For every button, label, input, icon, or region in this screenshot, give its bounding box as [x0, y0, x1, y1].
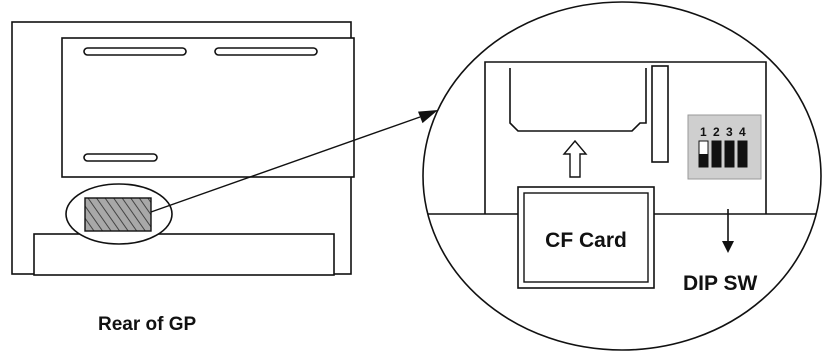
- housing-outline: [484, 61, 767, 214]
- dip-number-1: 1: [700, 125, 707, 139]
- gp-slot-bottom: [83, 153, 158, 162]
- zoom-pointer-line: [150, 116, 421, 213]
- eject-bar: [651, 65, 669, 163]
- dip-switch-4-knob: [738, 141, 747, 167]
- gp-slot-top-right: [214, 47, 318, 56]
- zoom-pointer: [150, 110, 438, 213]
- cf-card-label: CF Card: [545, 229, 627, 252]
- gp-slot-top-left: [83, 47, 187, 56]
- dip-switch-3-knob: [725, 141, 734, 167]
- detail-contents: 1 2 3 4 CF Card DIP SW: [423, 61, 821, 295]
- gp-cf-area-hatched: [84, 197, 152, 232]
- cf-card-inner: [523, 192, 649, 283]
- insert-arrow-icon: [562, 139, 588, 178]
- detail-circle: 1 2 3 4 CF Card DIP SW: [422, 1, 822, 351]
- dip-sw-label: DIP SW: [683, 272, 757, 295]
- gp-rear-unit: Rear of GP: [11, 21, 355, 335]
- zoom-pointer-arrowhead: [418, 110, 438, 124]
- dip-number-4: 4: [739, 125, 746, 139]
- dip-switch: 1 2 3 4: [687, 114, 762, 180]
- cf-slot-profile: [509, 68, 647, 132]
- dip-number-2: 2: [713, 125, 720, 139]
- rear-caption: Rear of GP: [98, 314, 197, 335]
- gp-bottom-connector: [33, 233, 335, 276]
- dip-number-3: 3: [726, 125, 733, 139]
- dip-switch-2-knob: [712, 141, 721, 167]
- dip-switch-1-knob: [699, 154, 708, 167]
- dip-pointer-arrowhead: [722, 241, 734, 253]
